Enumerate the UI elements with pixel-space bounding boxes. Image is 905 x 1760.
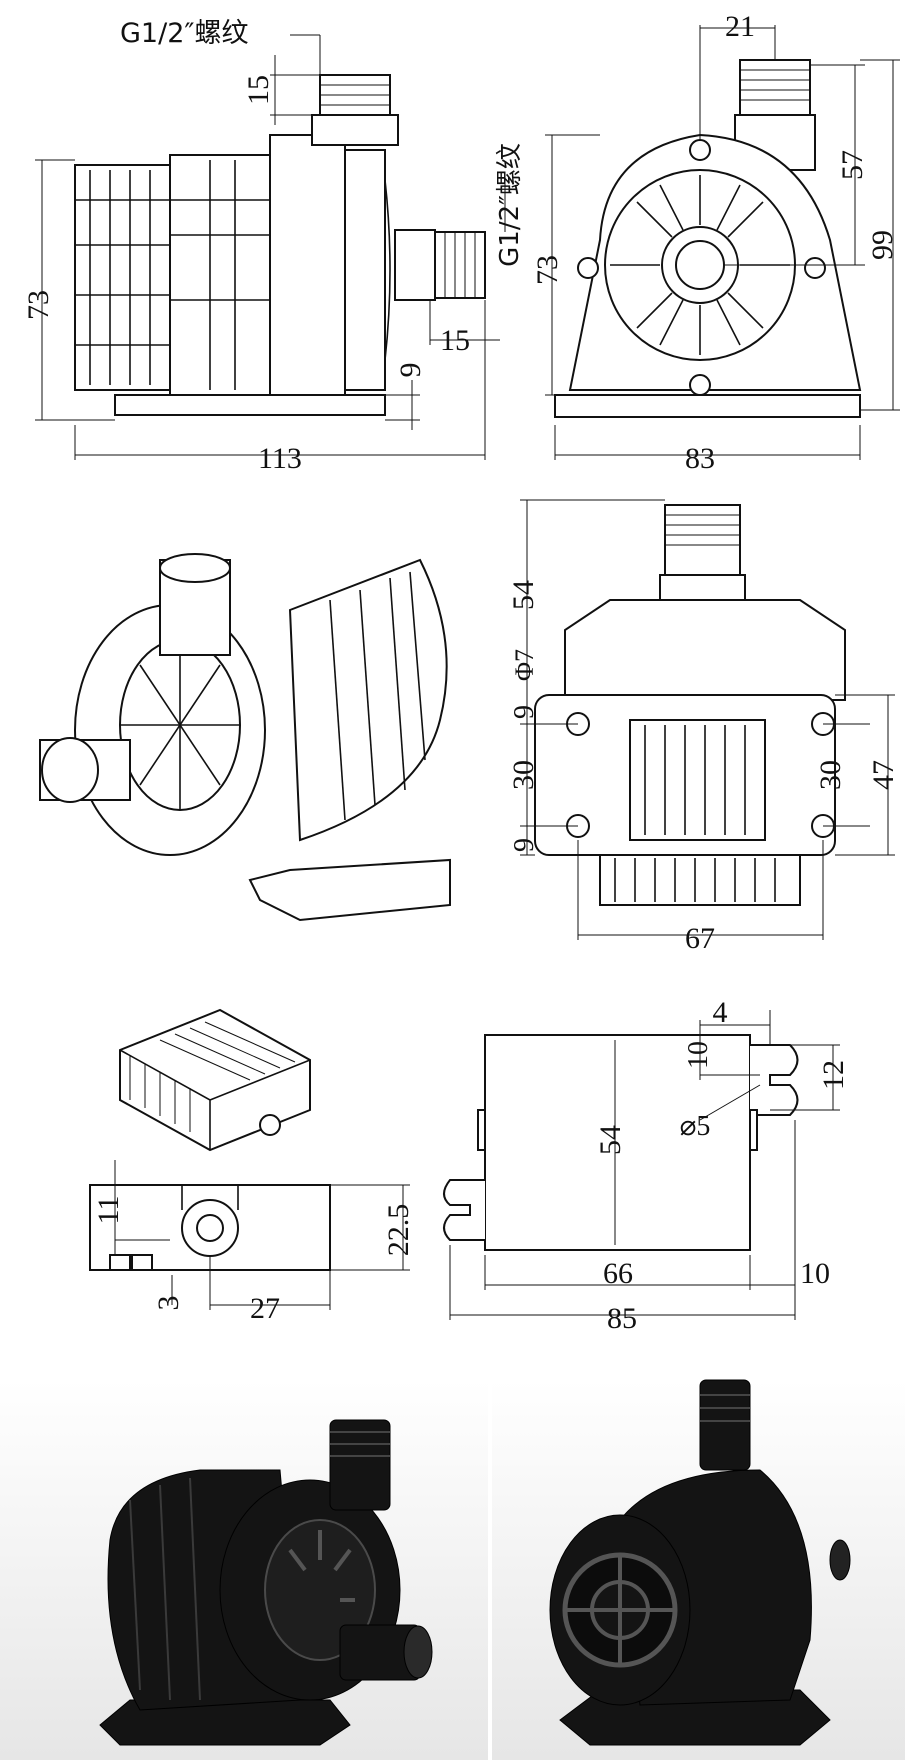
- side-view-base: [114, 394, 386, 416]
- render-front: [99, 1419, 433, 1746]
- bottom-edge-bottom-dim: 9: [509, 838, 540, 852]
- bracket-inner-width-dim: 66: [603, 1257, 633, 1290]
- side-view-inlet-neck: [394, 229, 436, 301]
- side-view-volute: [344, 149, 386, 391]
- bottom-edge-top-dim: 9: [509, 705, 540, 719]
- side-height-dim: 73: [22, 290, 55, 320]
- front-body-height-dim: 73: [531, 255, 564, 285]
- bottom-right-spacing-dim: 30: [814, 760, 847, 790]
- iso-base: [248, 858, 451, 922]
- side-view: 113 73 15 15 9 G1/2″螺纹 G1/2″螺纹: [22, 18, 525, 475]
- thread-top-label: G1/2″螺纹: [120, 18, 248, 49]
- front-total-height-dim: 99: [866, 230, 899, 260]
- bottom-body: [564, 599, 846, 701]
- front-outlet-width-dim: 21: [725, 10, 755, 43]
- connector-view: 11 22.5 3 27: [89, 1008, 415, 1325]
- front-base-width-dim: 83: [685, 442, 715, 475]
- bracket-total-width-dim: 85: [607, 1302, 637, 1335]
- bottom-hole-spacing-dim: 67: [685, 922, 715, 955]
- connector-foot-dim: 3: [152, 1296, 185, 1311]
- side-base-offset-dim: 9: [394, 363, 427, 378]
- connector-total-height-dim: 22.5: [382, 1204, 415, 1257]
- side-view-pump-head: [269, 134, 346, 401]
- thread-side-label: G1/2″螺纹: [495, 143, 525, 267]
- bottom-fins: [599, 854, 801, 906]
- isometric-view: [39, 553, 451, 922]
- side-inlet-thread-dim: 15: [440, 324, 470, 357]
- bracket-tab-dim: 10: [800, 1257, 830, 1290]
- front-view: 83 21 57 99 73: [531, 10, 900, 475]
- bottom-top-height-dim: 54: [507, 580, 540, 610]
- connector-hole-inner: [196, 1214, 224, 1242]
- connector-iso: [119, 1008, 311, 1152]
- side-view-inlet-thread: [434, 231, 486, 299]
- bottom-left-spacing-dim: 30: [507, 760, 540, 790]
- side-length-dim: 113: [258, 442, 302, 475]
- bracket-height-dim: 54: [594, 1125, 627, 1155]
- side-top-thread-dim: 15: [242, 75, 275, 105]
- bracket-slot-tab: [750, 1044, 799, 1116]
- bracket-slot-height-dim: 12: [817, 1060, 850, 1090]
- bracket-slot-width-dim: 4: [713, 996, 728, 1029]
- side-view-fin-block: [74, 164, 171, 391]
- bottom-foot-depth-dim: 47: [867, 760, 900, 790]
- bracket-left-tab: [443, 1179, 485, 1241]
- bracket-view: 4 10 12 ⌀5 54 66 10 85: [443, 996, 850, 1335]
- bottom-view: 67 54 Φ7 9 30 9 30 47: [507, 499, 900, 955]
- connector-center-offset-dim: 27: [250, 1292, 280, 1325]
- front-base: [554, 394, 861, 418]
- bottom-hole-dim: Φ7: [510, 649, 539, 681]
- front-outlet-thread: [739, 59, 811, 116]
- bracket-slot-gap-dim: 10: [683, 1041, 714, 1069]
- side-view-motor: [169, 154, 271, 396]
- connector-height-dim: 11: [92, 1196, 125, 1225]
- render-rear: [549, 1379, 851, 1746]
- front-outlet-height-dim: 57: [836, 150, 869, 180]
- bracket-body: [484, 1034, 751, 1251]
- bracket-hole-dim: ⌀5: [680, 1111, 711, 1142]
